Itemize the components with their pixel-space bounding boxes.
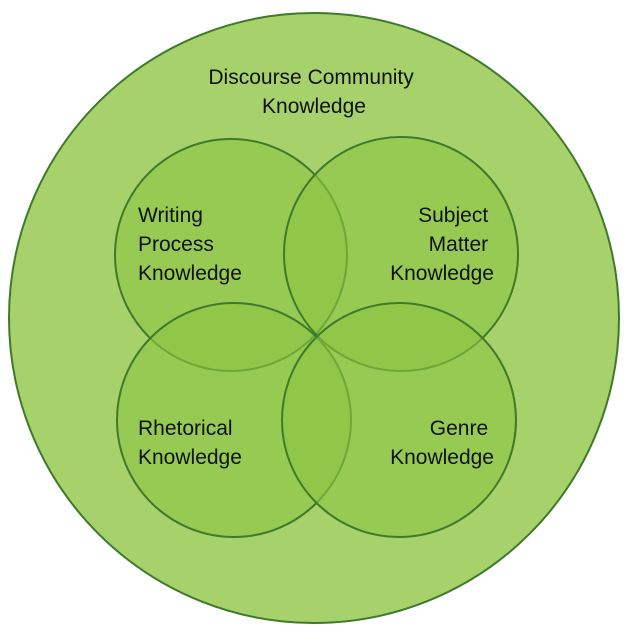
writing-process-label-line: Knowledge	[138, 262, 242, 285]
writing-process-label-line: Process	[138, 233, 214, 256]
writing-process-label: Writing Process Knowledge	[138, 204, 242, 285]
genre-label: Genre Knowledge	[390, 417, 494, 469]
subject-matter-label-line: Subject	[418, 204, 488, 227]
discourse-community-label-line: Discourse Community	[208, 66, 414, 89]
genre-label-line: Knowledge	[390, 446, 494, 469]
genre-circle	[281, 302, 517, 538]
rhetorical-label-line: Knowledge	[138, 446, 242, 469]
discourse-community-label-line: Knowledge	[262, 95, 366, 118]
writing-process-label-line: Writing	[138, 204, 203, 227]
discourse-community-label: Discourse Community Knowledge	[208, 66, 419, 118]
subject-matter-label: Subject Matter Knowledge	[390, 204, 494, 285]
subject-matter-label-line: Matter	[429, 233, 489, 256]
rhetorical-label: Rhetorical Knowledge	[138, 417, 242, 469]
subject-matter-label-line: Knowledge	[390, 262, 494, 285]
genre-label-line: Genre	[430, 417, 488, 440]
rhetorical-label-line: Rhetorical	[138, 417, 233, 440]
